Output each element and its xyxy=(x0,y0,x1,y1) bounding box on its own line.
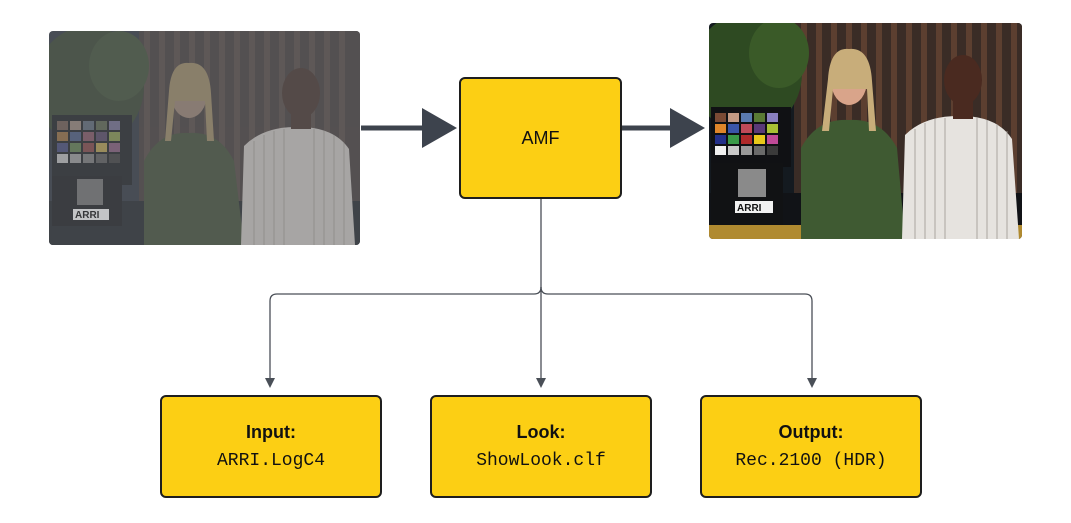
log-footage-photo-icon: ARRI xyxy=(49,31,360,245)
output-value: Rec.2100 (HDR) xyxy=(735,451,887,471)
log-footage-photo: ARRI xyxy=(49,31,360,245)
input-value: ARRI.LogC4 xyxy=(216,451,326,471)
graded-footage-photo-icon: ARRI xyxy=(709,23,1022,239)
look-value: ShowLook.clf xyxy=(476,451,606,471)
svg-text:ARRI: ARRI xyxy=(75,210,100,221)
output-label: Output: xyxy=(778,422,844,442)
output-box: Output: Rec.2100 (HDR) xyxy=(700,395,922,498)
look-box: Look: ShowLook.clf xyxy=(430,395,652,498)
amf-label: AMF xyxy=(521,127,560,148)
input-label: Input: xyxy=(246,422,296,442)
look-label: Look: xyxy=(516,422,566,442)
input-box: Input: ARRI.LogC4 xyxy=(160,395,382,498)
svg-text:ARRI: ARRI xyxy=(737,203,762,214)
amf-box: AMF xyxy=(459,77,622,199)
branch-right xyxy=(540,286,817,388)
graded-footage-photo: ARRI xyxy=(709,23,1022,239)
